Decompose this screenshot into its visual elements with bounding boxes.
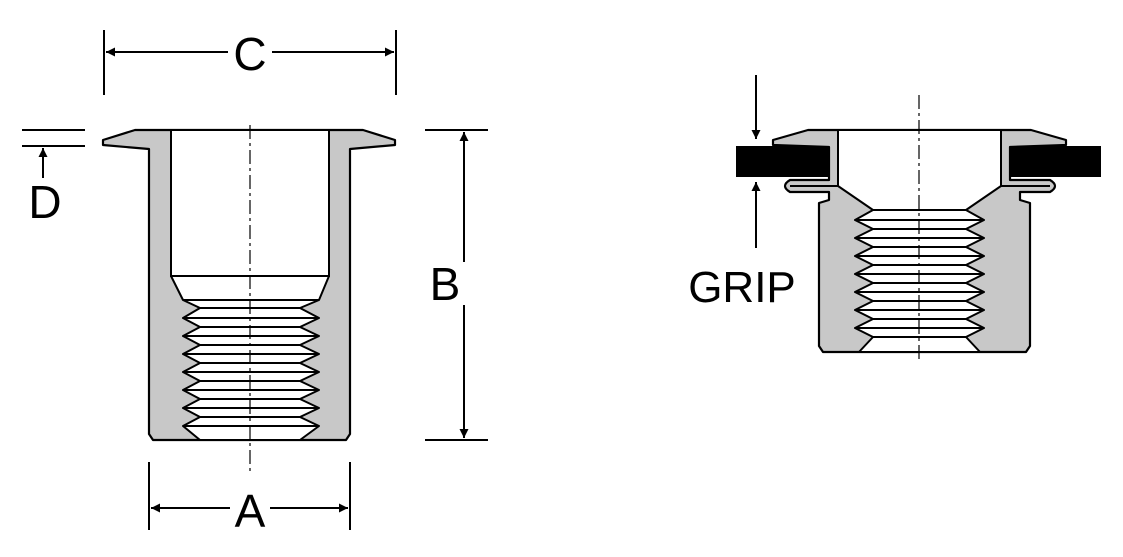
dimension-a: A	[148, 462, 351, 537]
label-a: A	[235, 485, 266, 537]
label-b: B	[430, 258, 461, 310]
dimension-d: D	[22, 129, 85, 228]
workpiece-right	[1006, 146, 1101, 177]
left-section-view: C A B D	[22, 28, 488, 537]
right-installed-view: GRIP	[688, 75, 1101, 360]
dimension-grip: GRIP	[688, 75, 796, 312]
label-c: C	[233, 28, 266, 80]
dimension-b: B	[425, 129, 488, 441]
label-grip: GRIP	[688, 263, 796, 312]
thread-lines	[183, 299, 319, 427]
label-d: D	[28, 176, 61, 228]
dimension-c: C	[103, 28, 397, 95]
workpiece-left	[736, 146, 832, 177]
